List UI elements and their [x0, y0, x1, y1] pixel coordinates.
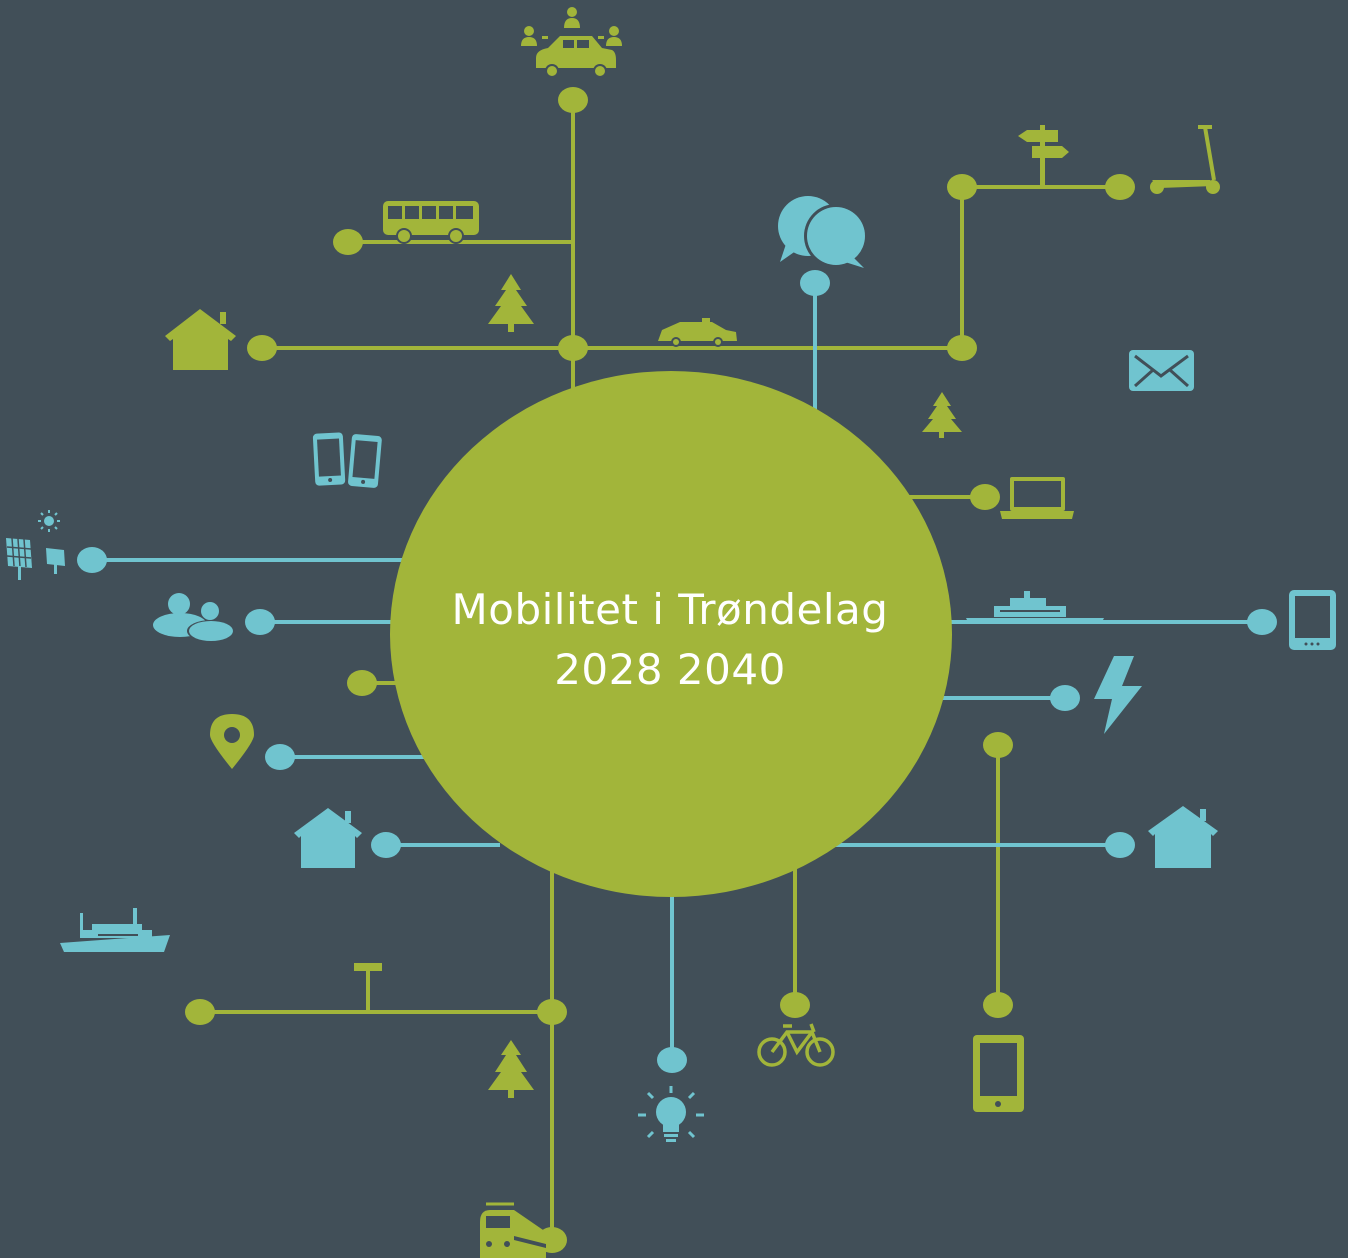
mobile-phone-icon [973, 1035, 1024, 1112]
pine-tree-icon [488, 274, 534, 332]
kick-scooter-icon [1150, 125, 1220, 194]
laptop-icon [1000, 477, 1074, 519]
pine-tree-icon [922, 392, 962, 438]
train-icon [480, 1202, 546, 1258]
house-icon [165, 309, 236, 370]
bus-icon [383, 201, 479, 244]
lightning-icon [1094, 656, 1142, 734]
people-group-icon [153, 593, 235, 642]
title-line-1: Mobilitet i Trøndelag [451, 585, 889, 634]
map-pin-icon [210, 714, 254, 769]
taxi-icon [658, 318, 737, 347]
envelope-icon [1129, 350, 1194, 391]
diagram-title: Mobilitet i Trøndelag 2028 2040 [400, 580, 940, 700]
pine-tree-icon [488, 1040, 534, 1098]
ship-icon [60, 908, 170, 952]
green-nodes [185, 87, 1135, 1253]
signpost-icon [1018, 125, 1069, 187]
chat-bubbles-icon [778, 196, 868, 268]
smartphones-icon [312, 432, 382, 488]
title-line-2: 2028 2040 [554, 645, 786, 694]
bicycle-icon [757, 1023, 835, 1067]
blue-nodes [77, 270, 1277, 1073]
central-circle [390, 371, 952, 897]
lightbulb-icon [638, 1086, 704, 1142]
tablet-icon [1289, 590, 1336, 650]
ferry-icon [966, 591, 1104, 622]
carpool-people-icon [521, 7, 622, 78]
signpost-icon [354, 963, 382, 971]
house-icon [1148, 806, 1218, 868]
solar-panels-icon [6, 510, 65, 580]
house-icon [294, 808, 362, 868]
